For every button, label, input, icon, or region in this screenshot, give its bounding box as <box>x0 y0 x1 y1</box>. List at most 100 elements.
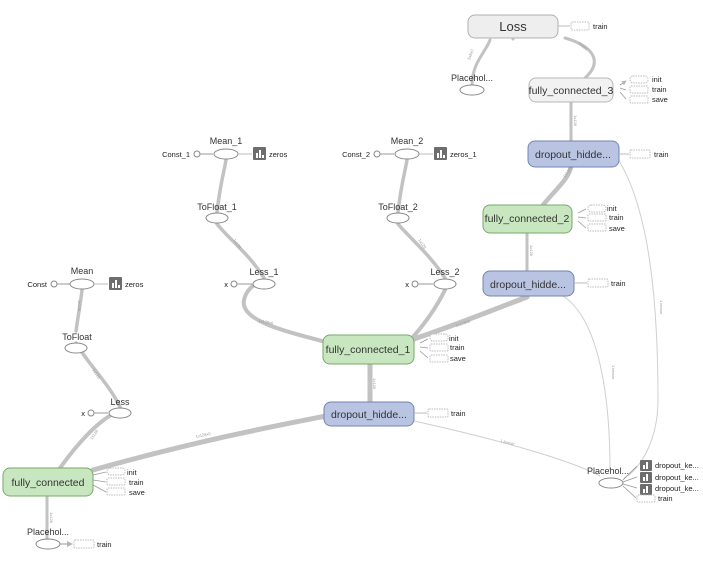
svg-text:1x128x0: 1x128x0 <box>455 318 472 328</box>
edge-placeholder-loss <box>470 38 492 88</box>
node-tofloat2[interactable]: ToFloat_2 <box>378 202 418 224</box>
node-const1[interactable]: Const_1 <box>162 150 213 159</box>
aux-loss-train[interactable]: train <box>558 21 608 31</box>
node-tofloat1[interactable]: ToFloat_1 <box>197 202 237 224</box>
svg-text:1x128: 1x128 <box>232 238 243 250</box>
node-loss-label: Loss <box>499 19 527 34</box>
node-dropout-mid[interactable]: dropout_hidde... <box>482 270 575 297</box>
aux-dropout-mid-train-label: train <box>611 279 626 288</box>
node-placeholder-right-label: Placehol... <box>587 466 629 476</box>
aux-fc1-train: train <box>450 343 465 352</box>
node-fc2[interactable]: fully_connected_2 <box>482 204 573 234</box>
node-x2[interactable]: x <box>405 280 433 289</box>
svg-text:1 tensor: 1 tensor <box>659 300 664 315</box>
node-x1[interactable]: x <box>224 280 252 289</box>
aux-fc0-init: init <box>127 468 138 477</box>
node-less-label: Less <box>110 397 130 407</box>
aux-dropout-low-train-label: train <box>451 409 466 418</box>
aux-dropout-mid-train[interactable]: train <box>574 278 626 288</box>
node-placeholder-right[interactable]: Placehol... <box>587 466 629 489</box>
node-const1-label: Const_1 <box>162 150 190 159</box>
node-placeholder-top-label: Placehol... <box>451 73 493 83</box>
node-mean1[interactable]: Mean_1 <box>210 136 243 160</box>
aux-fc3-save: save <box>652 95 668 104</box>
node-fc1[interactable]: fully_connected_1 <box>322 334 415 365</box>
aux-dropout-top-train[interactable]: train <box>619 149 669 159</box>
node-placeholder-bottom-label: Placehol... <box>27 527 69 537</box>
edge-thin-1 <box>413 420 601 477</box>
edge-fc2-dropout <box>540 164 574 208</box>
aux-fc0[interactable]: init train save <box>92 467 145 497</box>
aux-zeros-label-1: zeros <box>269 150 288 159</box>
node-less1[interactable]: Less_1 <box>249 267 279 290</box>
edge-fc0-dropout <box>90 413 329 473</box>
aux-zeros-left[interactable]: zeros <box>94 277 144 290</box>
node-less[interactable]: Less <box>108 397 132 419</box>
aux-fc3-init: init <box>652 75 663 84</box>
aux-fc1-save: save <box>450 354 466 363</box>
node-mean2[interactable]: Mean_2 <box>391 136 424 160</box>
edge-less2-tofloat2 <box>396 222 447 280</box>
edge-less1-tofloat1 <box>215 222 266 280</box>
aux-fc0-train: train <box>129 478 144 487</box>
svg-text:5x8x0: 5x8x0 <box>466 48 475 60</box>
node-placeholder-top[interactable]: Placehol... <box>451 73 493 96</box>
svg-text:1x128: 1x128 <box>89 428 100 440</box>
node-mean1-label: Mean_1 <box>210 136 243 146</box>
svg-text:1x128: 1x128 <box>77 300 82 312</box>
aux-zeros1-label: zeros_1 <box>450 150 477 159</box>
svg-text:1x128x0: 1x128x0 <box>195 431 212 439</box>
aux-fc3-train: train <box>652 85 667 94</box>
node-dropout-low[interactable]: dropout_hidde... <box>323 401 415 427</box>
svg-text:1x128x0: 1x128x0 <box>258 318 275 326</box>
aux-zeros[interactable]: zeros <box>238 147 288 160</box>
svg-text:1x128: 1x128 <box>529 245 534 257</box>
svg-text:1x128: 1x128 <box>372 378 377 390</box>
edge-fc3-loss <box>563 36 596 80</box>
node-mean[interactable]: Mean <box>69 266 95 290</box>
node-tofloat2-label: ToFloat_2 <box>378 202 418 212</box>
node-tofloat[interactable]: ToFloat <box>62 332 92 354</box>
svg-text:1x128: 1x128 <box>49 512 54 524</box>
aux-placeholder-bottom-train[interactable]: train <box>60 539 112 549</box>
node-fc0[interactable]: fully_connected <box>2 467 94 497</box>
node-tofloat-label: ToFloat <box>62 332 92 342</box>
edge-tofloat2-mean2 <box>396 158 409 214</box>
aux-dropout-ke-1: dropout_ke... <box>655 461 699 470</box>
aux-fc3[interactable]: init train save <box>619 75 668 104</box>
aux-fc1[interactable]: init train save <box>419 333 466 363</box>
node-fc2-label: fully_connected_2 <box>485 213 570 225</box>
node-loss[interactable]: Loss <box>467 14 559 39</box>
edge-tofloat1-mean1 <box>215 158 228 214</box>
edge-thin-2 <box>562 295 611 471</box>
node-dropout-mid-label: dropout_hidde... <box>490 279 566 291</box>
aux-dropout-ke-2: dropout_ke... <box>655 473 699 482</box>
aux-dropout-low-train[interactable]: train <box>414 408 466 418</box>
node-fc3-label: fully_connected_3 <box>529 85 614 97</box>
node-less1-label: Less_1 <box>249 267 278 277</box>
node-fc3[interactable]: fully_connected_3 <box>528 77 614 103</box>
aux-loss-train-label: train <box>593 22 608 31</box>
node-const2[interactable]: Const_2 <box>342 150 394 159</box>
edge-tofloat-mean <box>74 288 84 333</box>
aux-zeros1[interactable]: zeros_1 <box>419 147 477 160</box>
node-less2[interactable]: Less_2 <box>430 267 460 290</box>
node-const2-label: Const_2 <box>342 150 370 159</box>
node-const[interactable]: Const <box>27 280 70 289</box>
aux-fc1-init: init <box>449 334 460 343</box>
node-dropout-top[interactable]: dropout_hidde... <box>527 140 620 168</box>
edge-fc0-less <box>58 411 117 470</box>
svg-text:5x8x0: 5x8x0 <box>577 41 589 52</box>
svg-text:1 tensor: 1 tensor <box>611 365 616 380</box>
node-x0[interactable]: x <box>81 409 108 418</box>
edge-thin-3 <box>613 152 659 479</box>
svg-text:1x128: 1x128 <box>91 368 102 380</box>
aux-fc2[interactable]: init train save <box>577 204 625 233</box>
edges: 5x8x0 5x8x0 1x128 1x128x0 1x128 1x128x0 … <box>45 36 664 542</box>
aux-placeholder-right[interactable]: dropout_ke... dropout_ke... dropout_ke..… <box>622 460 699 503</box>
node-less2-label: Less_2 <box>430 267 459 277</box>
aux-fc2-save: save <box>609 224 625 233</box>
svg-text:1x128: 1x128 <box>417 238 428 250</box>
svg-text:1x128: 1x128 <box>573 115 578 127</box>
